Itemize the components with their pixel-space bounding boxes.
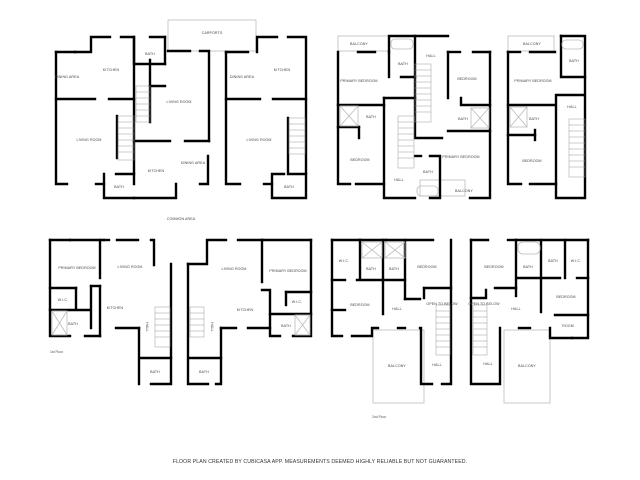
first-floor-caption: 1st Floor [50, 350, 64, 354]
room-label: BEDROOM [417, 265, 436, 269]
room-label: BATH [458, 117, 468, 121]
disclaimer-text: FLOOR PLAN CREATED BY CUBICASA APP. MEAS… [172, 459, 468, 465]
room-label: BEDROOM [556, 295, 575, 299]
first-floor-plan: PRIMARY BEDROOM LIVING ROOM W.I.C. KITCH… [48, 238, 313, 386]
room-label: BALCONY [388, 364, 406, 368]
room-label: BATH [366, 267, 376, 271]
room-label: HALL [394, 178, 403, 182]
room-label: PRIMARY BEDROOM [269, 269, 306, 273]
room-label: BATH [529, 117, 539, 121]
room-label: BALCONY [518, 364, 536, 368]
room-label: BEDROOM [522, 159, 541, 163]
room-label: ROOM [562, 324, 574, 328]
room-label: LIVING ROOM [117, 265, 142, 269]
room-label: BEDROOM [350, 158, 369, 162]
common-area-label: COMMON AREA [167, 217, 196, 221]
room-label: LIVING ROOM [246, 138, 271, 142]
ground-floor-plan: DINING AREA KITCHEN LIVING ROOM BATH BAT… [54, 19, 308, 221]
room-label: BATH [68, 322, 78, 326]
room-label: PRIMARY BEDROOM [58, 266, 95, 270]
room-label: BATH [284, 185, 294, 189]
room-label: BATH [145, 52, 155, 56]
room-label: HALL [511, 307, 520, 311]
upper-floor-plan: BALCONY BATH PRIMARY BEDROOM BATH BEDROO… [336, 34, 587, 200]
room-label: HALL [210, 322, 214, 331]
room-label: BATH [150, 370, 160, 374]
room-label: DINING AREA [55, 75, 80, 79]
room-label: HALL [432, 363, 441, 367]
carports-area [167, 19, 257, 52]
room-label: BALCONY [455, 189, 473, 193]
room-label: DINING AREA [230, 75, 255, 79]
room-label: BATH [423, 170, 433, 174]
room-label: LIVING ROOM [221, 267, 246, 271]
room-label: PRIMARY BEDROOM [340, 79, 377, 83]
room-label: W.I.C. [292, 300, 302, 304]
room-label: LIVING ROOM [76, 138, 101, 142]
balcony-area [503, 329, 551, 404]
room-label: KITCHEN [107, 306, 124, 310]
room-label: PRIMARY BEDROOM [442, 155, 479, 159]
room-label: OPEN TO BELOW [426, 302, 458, 306]
room-label: BEDROOM [350, 303, 369, 307]
room-label: PRIMARY BEDROOM [514, 79, 551, 83]
room-label: KITCHEN [148, 169, 165, 173]
second-floor-plan: W.I.C. BATH BATH BEDROOM BEDROOM HALL OP… [330, 238, 590, 419]
room-label: OPEN TO BELOW [468, 302, 500, 306]
room-label: BATH [199, 370, 209, 374]
room-label: KITCHEN [237, 308, 254, 312]
room-label: LIVING ROOM [166, 100, 191, 104]
room-label: W.I.C. [339, 259, 349, 263]
room-label: KITCHEN [274, 68, 291, 72]
room-label: HALL [483, 362, 492, 366]
carports-label: CARPORTS [202, 31, 223, 35]
room-label: BATH [389, 267, 399, 271]
room-label: W.I.C. [58, 298, 68, 302]
room-label: HALL [567, 105, 576, 109]
balcony-area [372, 329, 425, 404]
room-label: BEDROOM [457, 77, 476, 81]
second-floor-caption: 2nd Floor [372, 415, 387, 419]
room-label: HALL [426, 54, 435, 58]
room-label: W.I.C. [571, 259, 581, 263]
room-label: BATH [366, 115, 376, 119]
room-label: BALCONY [350, 42, 368, 46]
room-label: BEDROOM [484, 265, 503, 269]
room-label: BATH [523, 265, 533, 269]
room-label: HALL [392, 307, 401, 311]
room-label: BATH [114, 185, 124, 189]
room-label: HALL [145, 322, 149, 331]
room-label: BATH [281, 324, 291, 328]
room-label: BATH [398, 62, 408, 66]
room-label: DINING AREA [181, 161, 206, 165]
room-label: BATH [569, 59, 579, 63]
room-label: BALCONY [523, 42, 541, 46]
room-label: KITCHEN [103, 68, 120, 72]
room-label: BATH [548, 259, 558, 263]
